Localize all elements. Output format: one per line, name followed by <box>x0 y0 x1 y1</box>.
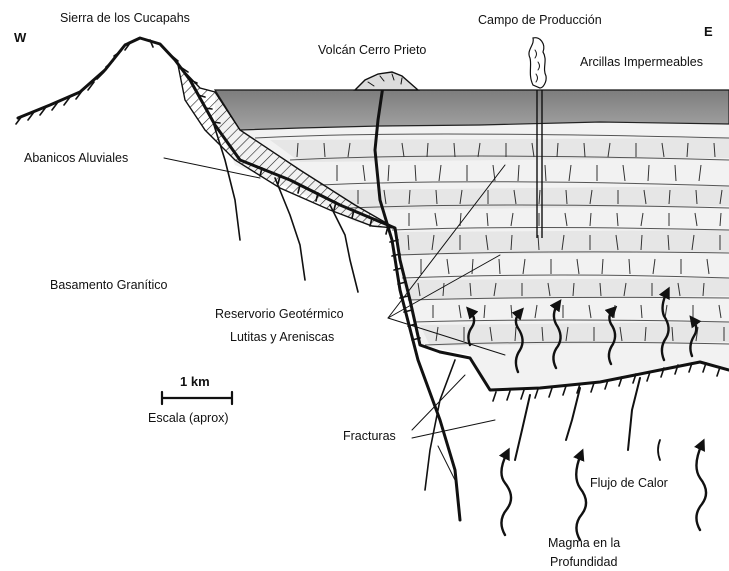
label-production-field: Campo de Producción <box>478 13 602 27</box>
label-east: E <box>704 24 713 39</box>
label-reservoir-2: Lutitas y Areniscas <box>230 330 334 344</box>
volcano-cone <box>355 72 418 90</box>
label-granitic-basement: Basamento Granítico <box>50 278 167 292</box>
label-magma-2: Profundidad <box>550 555 617 569</box>
label-fractures: Fracturas <box>343 429 396 443</box>
label-magma-1: Magma en la <box>548 536 620 550</box>
steam-plume <box>529 38 546 88</box>
label-west: W <box>14 30 27 45</box>
deep-heat-arrows <box>501 440 706 540</box>
label-heat-flow: Flujo de Calor <box>590 476 668 490</box>
label-scale-value: 1 km <box>180 374 210 389</box>
label-reservoir-1: Reservorio Geotérmico <box>215 307 344 321</box>
label-sierra: Sierra de los Cucapahs <box>60 11 190 25</box>
label-alluvial-fans: Abanicos Aluviales <box>24 151 128 165</box>
label-volcano: Volcán Cerro Prieto <box>318 43 426 57</box>
label-clays: Arcillas Impermeables <box>580 55 703 69</box>
label-scale-caption: Escala (aprox) <box>148 411 229 425</box>
scale-bar <box>162 392 232 404</box>
